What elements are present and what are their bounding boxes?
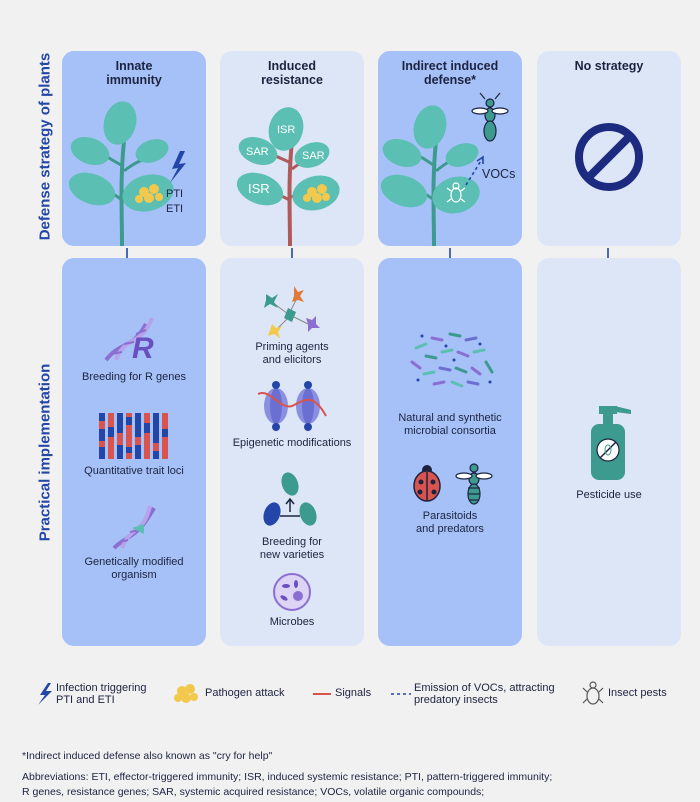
legend-pathogen: Pathogen attack	[205, 687, 285, 699]
qtl-icon	[99, 413, 168, 459]
wasp-icon	[455, 463, 493, 505]
label-eti: ETI	[166, 203, 184, 215]
microbes-icon	[273, 573, 311, 611]
plant-icon	[380, 92, 509, 247]
microbial-consortia-icon	[410, 332, 494, 388]
priming-molecules-icon	[264, 286, 320, 338]
pathogen-icon	[135, 184, 163, 203]
legend-insect-pests: Insect pests	[608, 687, 667, 699]
ladybug-icon	[413, 465, 441, 502]
item-microbes: Microbes	[269, 616, 315, 628]
dashed-line-icon	[391, 693, 411, 695]
label-isr-top: ISR	[277, 124, 296, 136]
column-innate-bottom: R Breeding for R genes Quantitative trai…	[62, 258, 206, 646]
signal-line-icon	[313, 693, 331, 695]
side-label-defense: Defense strategy of plants	[36, 52, 54, 241]
plant-icon	[236, 107, 340, 247]
insect-pest-icon	[582, 681, 604, 705]
plant-icon	[68, 101, 186, 247]
breeding-leaves-icon	[263, 472, 317, 526]
label-sar-left: SAR	[246, 146, 269, 158]
label-sar-right: SAR	[302, 150, 325, 162]
prohibited-icon	[575, 123, 643, 191]
item-breeding-r-genes: Breeding for R genes	[82, 371, 186, 383]
legend-signals: Signals	[335, 687, 372, 699]
label-isr-bottom: ISR	[248, 181, 270, 196]
label-pti: PTI	[166, 188, 184, 200]
footnote-cry-for-help: *Indirect induced defense also known as …	[22, 750, 273, 762]
column-no-strategy-top: No strategy	[537, 51, 681, 246]
item-pesticide: Pesticide use	[576, 489, 642, 501]
insect-pest-icon	[446, 182, 466, 203]
footnote-abbreviations-1: Abbreviations: ETI, effector-triggered i…	[22, 771, 553, 783]
dna-r-icon: R	[104, 317, 154, 365]
column-no-strategy-bottom: Pesticide use	[537, 258, 681, 646]
side-label-practical: Practical implementation	[36, 363, 54, 542]
column-title: No strategy	[574, 59, 644, 73]
label-vocs: VOCs	[482, 167, 516, 181]
pesticide-spray-icon	[591, 406, 631, 480]
gmo-dna-icon	[112, 505, 156, 550]
item-qtl: Quantitative trait loci	[84, 465, 184, 477]
footnote-abbreviations-2: R genes, resistance genes; SAR, systemic…	[22, 786, 485, 798]
epigenetic-icon	[257, 381, 327, 431]
lightning-icon	[38, 683, 52, 705]
item-epigenetic: Epigenetic modifications	[232, 437, 352, 449]
pathogen-icon	[174, 684, 198, 703]
lightning-icon	[170, 151, 186, 183]
wasp-icon	[471, 92, 509, 142]
svg-text:R: R	[132, 332, 154, 365]
